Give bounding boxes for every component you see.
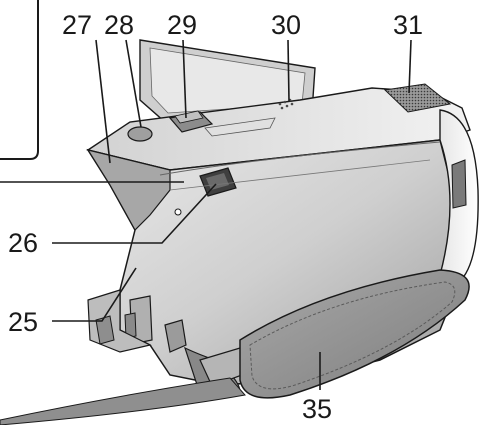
leader-30 xyxy=(287,39,290,102)
callout-35: 35 xyxy=(302,394,332,424)
leader-28 xyxy=(125,39,142,128)
callout-27: 27 xyxy=(62,10,92,40)
inset-frame xyxy=(0,0,39,160)
leader-26 xyxy=(52,183,217,244)
leader-25 xyxy=(52,267,137,322)
leader-27 xyxy=(95,39,111,164)
leader-29 xyxy=(182,39,187,119)
callout-28: 28 xyxy=(104,10,134,40)
callout-30: 30 xyxy=(271,10,301,40)
leader-lines xyxy=(0,39,412,390)
callout-31: 31 xyxy=(393,10,423,40)
callout-26: 26 xyxy=(8,228,38,258)
callout-labels: 27 28 29 30 31 26 25 35 xyxy=(8,10,423,424)
grip-belt xyxy=(0,269,470,425)
callout-25: 25 xyxy=(8,307,38,337)
callout-29: 29 xyxy=(167,10,197,40)
leader-31 xyxy=(408,39,412,94)
